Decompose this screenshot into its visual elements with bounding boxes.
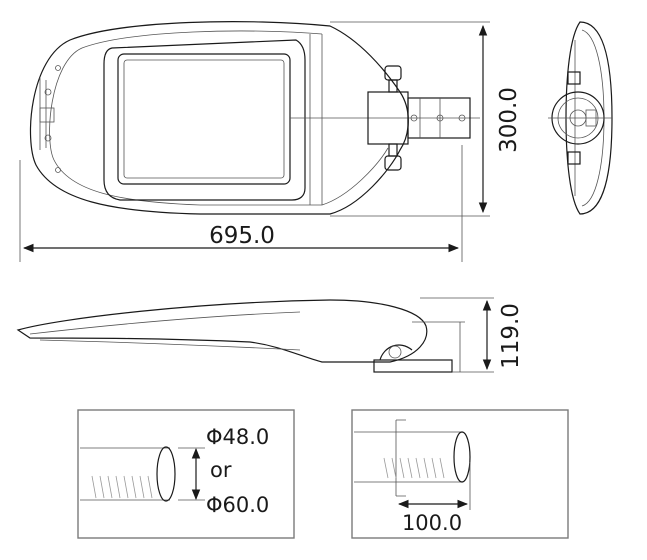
pipe-diameter-detail: Φ48.0 or Φ60.0 bbox=[77, 409, 295, 539]
pipe-diameter-large-label: Φ60.0 bbox=[206, 493, 269, 517]
width-dimension-label: 300.0 bbox=[496, 87, 522, 153]
pipe-diameter-small-label: Φ48.0 bbox=[206, 425, 269, 449]
top-view: 300.0 695.0 bbox=[19, 21, 522, 262]
led-panel bbox=[117, 53, 291, 185]
insertion-depth-label: 100.0 bbox=[402, 511, 462, 535]
end-view bbox=[548, 21, 613, 215]
height-dimension-label: 119.0 bbox=[498, 303, 524, 369]
pipe-diameter-or-label: or bbox=[210, 458, 232, 482]
side-view: 119.0 bbox=[16, 297, 524, 373]
side-bracket bbox=[373, 359, 453, 373]
length-dimension-label: 695.0 bbox=[209, 223, 275, 249]
insertion-depth-detail: 100.0 bbox=[351, 409, 569, 539]
